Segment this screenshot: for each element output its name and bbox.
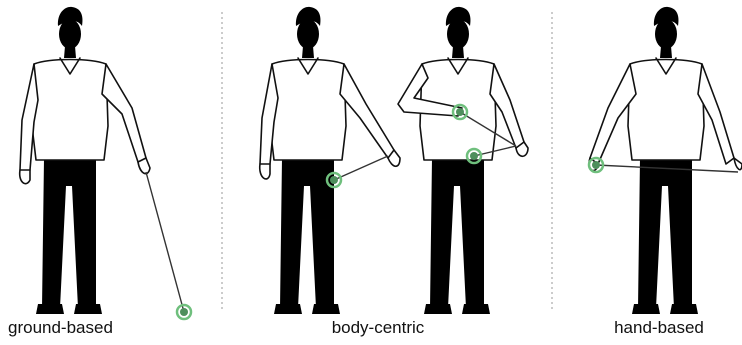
figure-hand-based [589,7,742,314]
caption-ground-based: ground-based [8,318,148,338]
tether-line [146,172,184,312]
caption-hand-based: hand-based [604,318,714,338]
anchor-marker [177,305,191,319]
figure-body-centric-b [398,7,528,314]
figure-ground-based [20,7,150,314]
caption-body-centric: body-centric [318,318,438,338]
